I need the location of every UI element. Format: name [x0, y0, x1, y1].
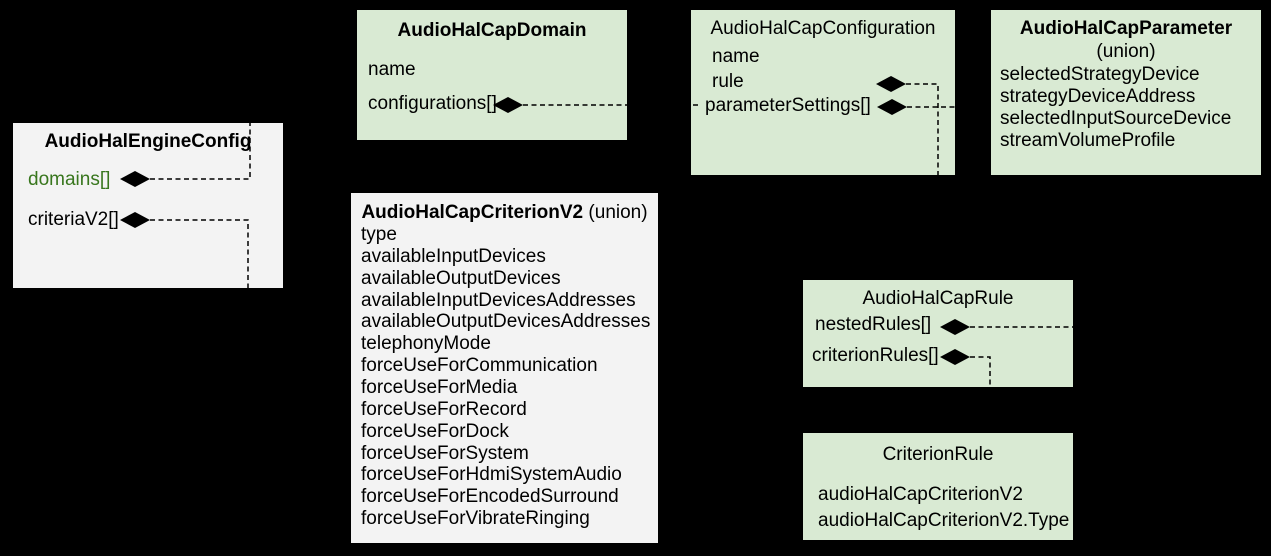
field-audio-hal-cap-criterion-v2: audioHalCapCriterionV2 [818, 484, 1023, 505]
field-force-use-for-media: forceUseForMedia [361, 377, 518, 398]
class-box-audio-hal-cap-rule: AudioHalCapRule nestedRules[] criterionR… [803, 280, 1073, 387]
field-telephony-mode: telephonyMode [361, 333, 491, 354]
class-title: CriterionRule [882, 444, 994, 465]
class-title: AudioHalEngineConfig [44, 131, 252, 152]
class-box-audio-hal-cap-configuration: AudioHalCapConfiguration name rule param… [691, 10, 955, 175]
field-force-use-for-dock: forceUseForDock [361, 421, 509, 442]
class-box-audio-hal-engine-config: AudioHalEngineConfig domains[] criteriaV… [13, 123, 283, 288]
class-title: AudioHalCapCriterionV2 (union) [351, 202, 658, 224]
field-force-use-for-encoded-surround: forceUseForEncodedSurround [361, 486, 619, 507]
class-title-union-tag: (union) [583, 202, 648, 223]
field-nested-rules: nestedRules[] [815, 314, 932, 335]
class-title-text: AudioHalCapCriterionV2 [361, 202, 584, 223]
field-type: type [361, 224, 397, 245]
field-available-input-devices: availableInputDevices [361, 246, 546, 267]
field-available-output-devices-addresses: availableOutputDevicesAddresses [361, 311, 651, 332]
class-box-audio-hal-cap-domain: AudioHalCapDomain name configurations[] [357, 10, 627, 140]
class-box-audio-hal-cap-criterion-v2: AudioHalCapCriterionV2 (union) type avai… [351, 193, 658, 543]
class-title-union-tag: (union) [1096, 41, 1156, 62]
field-force-use-for-vibrate-ringing: forceUseForVibrateRinging [361, 508, 590, 529]
field-available-input-devices-addresses: availableInputDevicesAddresses [361, 290, 636, 311]
field-selected-input-source-device: selectedInputSourceDevice [1000, 108, 1232, 129]
field-audio-hal-cap-criterion-v2-type: audioHalCapCriterionV2.Type [818, 510, 1070, 531]
field-selected-strategy-device: selectedStrategyDevice [1000, 64, 1200, 85]
field-stream-volume-profile: streamVolumeProfile [1000, 130, 1176, 151]
field-force-use-for-hdmi-system-audio: forceUseForHdmiSystemAudio [361, 464, 622, 485]
field-domains: domains[] [28, 169, 111, 190]
class-box-criterion-rule: CriterionRule audioHalCapCriterionV2 aud… [803, 433, 1073, 540]
field-name: name [368, 59, 416, 80]
field-force-use-for-record: forceUseForRecord [361, 399, 527, 420]
field-criterion-rules: criterionRules[] [812, 345, 939, 366]
field-force-use-for-communication: forceUseForCommunication [361, 355, 598, 376]
class-box-audio-hal-cap-parameter: AudioHalCapParameter (union) selectedStr… [991, 10, 1261, 175]
field-rule: rule [712, 71, 744, 92]
field-criteriaV2: criteriaV2[] [28, 209, 119, 230]
field-strategy-device-address: strategyDeviceAddress [1000, 86, 1196, 107]
field-parameter-settings: parameterSettings[] [705, 95, 871, 116]
field-configurations: configurations[] [368, 93, 497, 114]
field-force-use-for-system: forceUseForSystem [361, 443, 529, 464]
class-title: AudioHalCapParameter [1019, 18, 1233, 39]
field-name: name [712, 46, 760, 67]
class-title: AudioHalCapConfiguration [710, 18, 936, 39]
class-title: AudioHalCapDomain [397, 20, 587, 41]
field-available-output-devices: availableOutputDevices [361, 268, 561, 289]
class-title: AudioHalCapRule [862, 288, 1014, 309]
